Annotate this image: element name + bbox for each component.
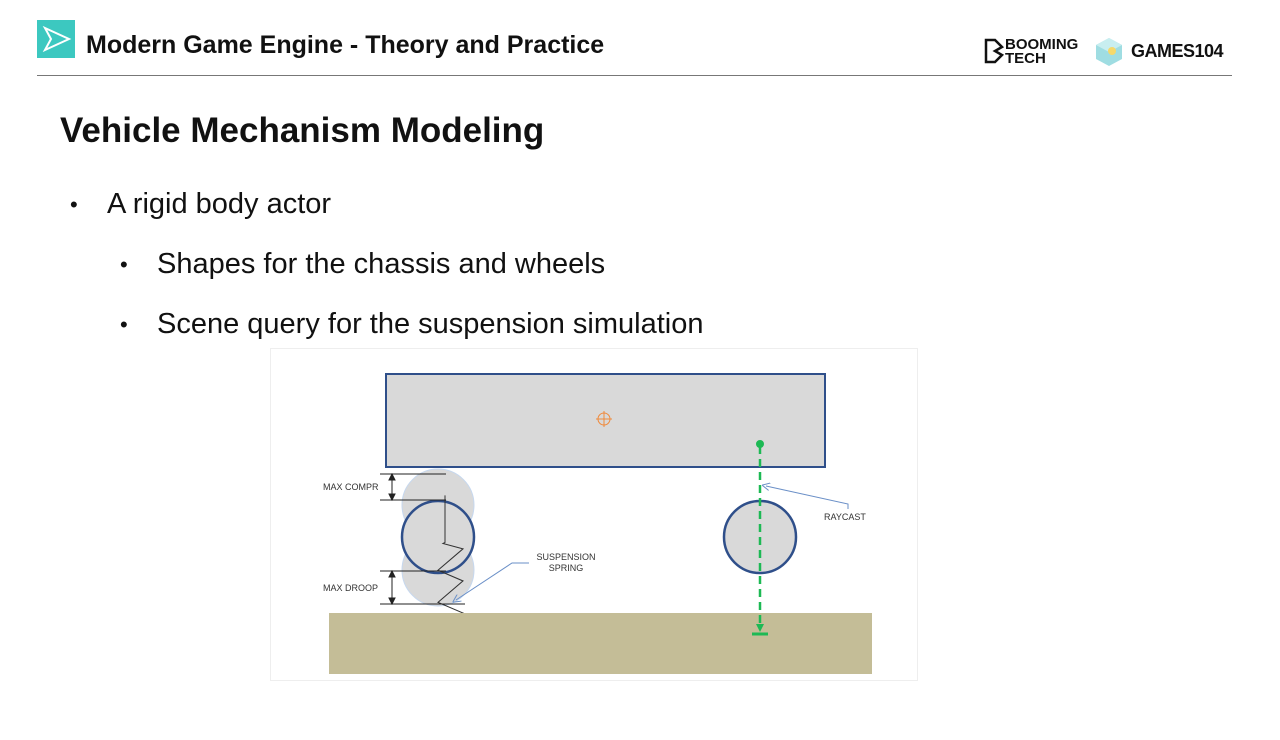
suspension-label: SUSPENSION (536, 552, 595, 562)
raycast-line (752, 440, 768, 636)
course-logo-icon (37, 20, 75, 58)
spring-label: SPRING (549, 563, 584, 573)
raycast-label: RAYCAST (824, 512, 866, 522)
diagram-frame (270, 348, 918, 681)
spring-pointer (456, 562, 529, 600)
slide-title: Vehicle Mechanism Modeling (60, 111, 545, 150)
max-droop-label: MAX DROOP (323, 583, 378, 593)
header-divider (37, 75, 1232, 76)
games104-logo: GAMES104 (1131, 41, 1224, 61)
games104-cube-icon (1094, 36, 1124, 68)
chassis-box (385, 373, 826, 468)
ground (329, 613, 872, 674)
max-compr-label: MAX COMPR (323, 482, 379, 492)
bullet-text: A rigid body actor (107, 188, 332, 220)
max-compr-dimension (380, 472, 446, 502)
bullet-text: Scene query for the suspension simulatio… (157, 308, 704, 340)
left-wheel (400, 499, 476, 575)
raycast-pointer (766, 486, 849, 509)
center-of-mass-icon (596, 411, 612, 427)
header-title: Modern Game Engine - Theory and Practice (86, 31, 605, 59)
bullet-text: Shapes for the chassis and wheels (157, 248, 606, 280)
max-droop-dimension (380, 569, 465, 606)
